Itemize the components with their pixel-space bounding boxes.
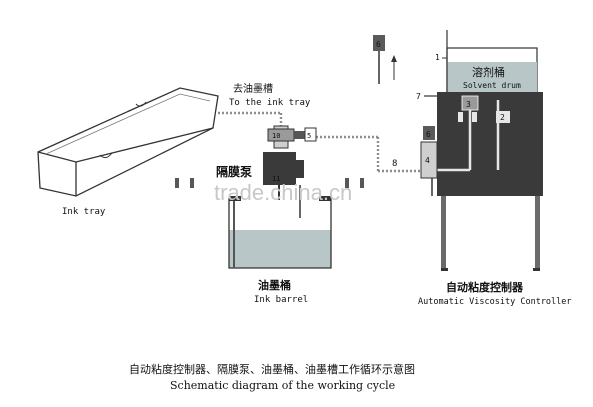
ink-barrel-label-en: Ink barrel [254, 295, 308, 305]
caption-en: Schematic diagram of the working cycle [170, 379, 395, 392]
marker-3: 3 [466, 100, 471, 109]
ink-barrel-label-cn: 油墨桶 [258, 278, 291, 292]
caption: 自动粘度控制器、隔膜泵、油墨桶、油墨槽工作循环示意图 Schematic dia… [129, 362, 415, 392]
watermark: trade.china.cn [175, 178, 364, 205]
solvent-drum-label-cn: 溶剂桶 [472, 65, 505, 79]
level-indicator-top: 6 [373, 35, 397, 84]
marker-6-side: 6 [426, 130, 431, 139]
solvent-drum: 溶剂桶 Solvent drum 1 [435, 30, 538, 93]
diaphragm-pump-label: 隔膜泵 [216, 164, 252, 179]
marker-10: 10 [272, 132, 280, 140]
marker-11: 11 [272, 175, 280, 183]
pipe-to-controller: 8 [316, 135, 428, 175]
ink-tray-label: Ink tray [62, 207, 106, 217]
marker-6-top: 6 [376, 40, 381, 49]
viscosity-controller: 7 3 2 6 4 自动粘度控制器 Automatic Viscosity Co… [416, 92, 572, 307]
diaphragm-pump: 10 5 11 隔膜泵 [216, 125, 317, 218]
to-ink-tray-en: To the ink tray [229, 98, 311, 108]
marker-5: 5 [307, 132, 311, 140]
solvent-drum-label-en: Solvent drum [463, 81, 521, 90]
ink-tray: Ink tray [37, 87, 219, 217]
caption-cn: 自动粘度控制器、隔膜泵、油墨桶、油墨槽工作循环示意图 [129, 362, 415, 376]
controller-label-cn: 自动粘度控制器 [446, 280, 524, 294]
pipe-to-ink-tray: 去油墨槽 To the ink tray [218, 82, 311, 128]
ink-barrel: 油墨桶 Ink barrel [228, 196, 332, 305]
marker-1: 1 [435, 53, 440, 62]
marker-4: 4 [425, 156, 430, 165]
marker-8: 8 [392, 159, 397, 169]
to-ink-tray-cn: 去油墨槽 [233, 82, 273, 95]
controller-label-en: Automatic Viscosity Controller [418, 297, 572, 307]
marker-7: 7 [416, 92, 421, 101]
watermark-text: trade.china.cn [214, 180, 352, 205]
marker-2: 2 [500, 113, 505, 122]
